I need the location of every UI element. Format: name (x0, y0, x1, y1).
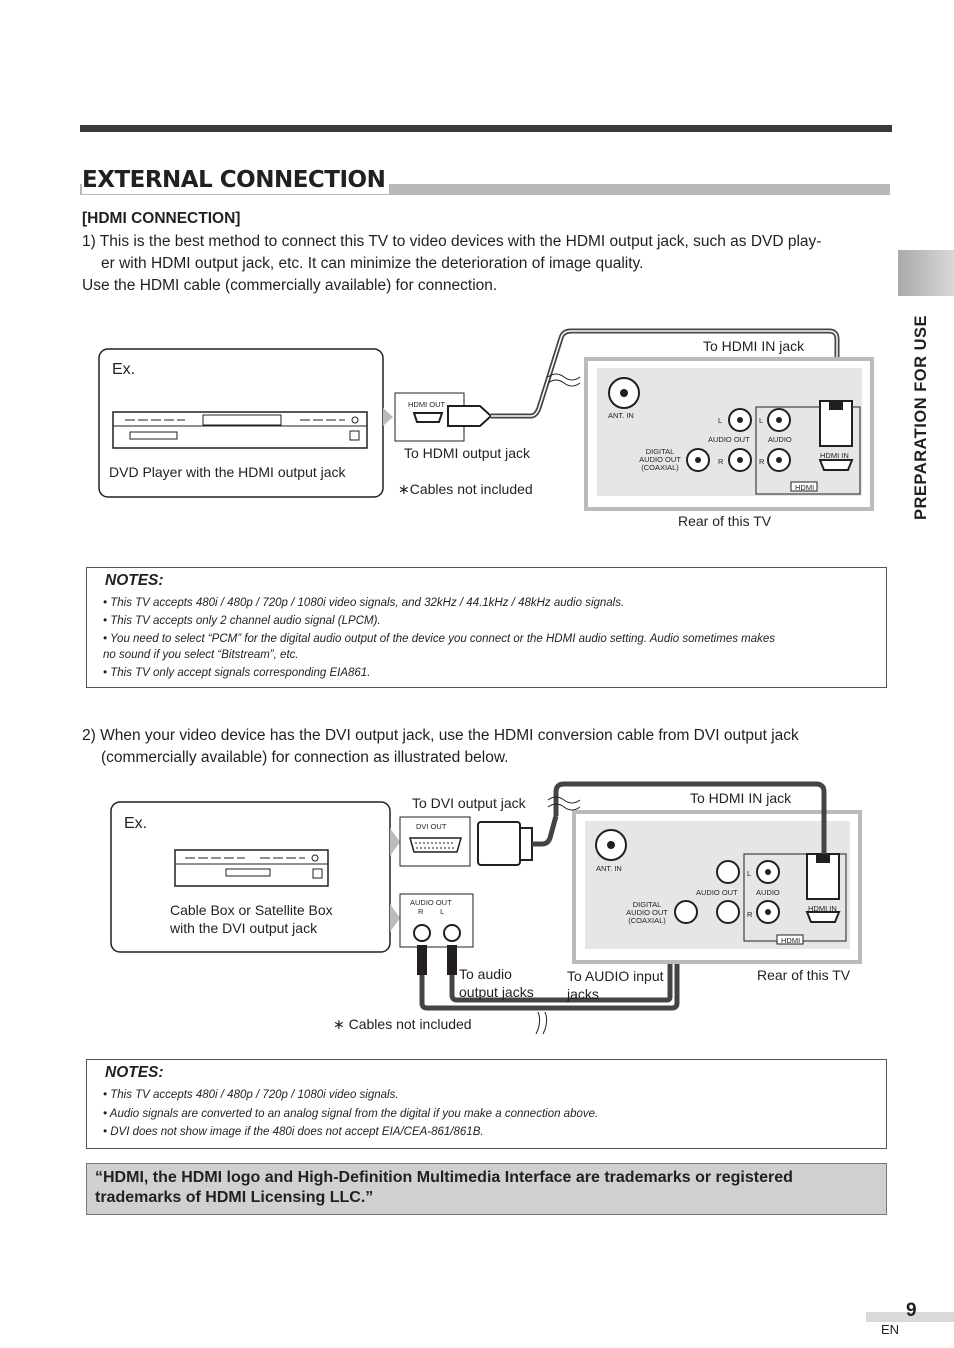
hdmi-logo-1: HDMI (795, 483, 815, 492)
note-2-3: • DVI does not show image if the 480i do… (103, 1126, 484, 1138)
step2-line1: 2) When your video device has the DVI ou… (82, 727, 799, 744)
side-tab-marker (898, 250, 954, 296)
step1-line1: 1) This is the best method to connect th… (82, 233, 822, 250)
step2-line2: (commercially available) for connection … (101, 749, 509, 766)
step1-line3: Use the HDMI cable (commercially availab… (82, 277, 498, 294)
side-tab-label: PREPARATION FOR USE (912, 314, 930, 520)
audio-out-panel (399, 893, 474, 948)
step1-line2: er with HDMI output jack, etc. It can mi… (101, 255, 644, 272)
r-label-1a: R (718, 457, 724, 466)
note-2-1: • This TV accepts 480i / 480p / 720p / 1… (103, 1089, 399, 1101)
cables-not-included-note-1: ∗Cables not included (398, 481, 533, 497)
dvi-connection-diagram (110, 781, 862, 1035)
to-dvi-output-label: To DVI output jack (412, 795, 526, 811)
page-number-bar (866, 1312, 954, 1322)
note-1-2: • This TV accepts only 2 channel audio s… (103, 615, 381, 627)
note-1-1: • This TV accepts 480i / 480p / 720p / 1… (103, 597, 625, 609)
to-hdmi-in-label-1: To HDMI IN jack (703, 338, 805, 354)
cable-box-label-1: Cable Box or Satellite Box (170, 902, 333, 918)
audio-label-2: AUDIO (756, 888, 780, 897)
dvi-connector (477, 815, 559, 866)
top-rule (80, 125, 892, 132)
audio-label-1: AUDIO (768, 435, 792, 444)
hdmi-logo-2: HDMI (781, 936, 801, 945)
hdmi-cable-2 (547, 781, 827, 854)
to-hdmi-output-label: To HDMI output jack (404, 445, 531, 461)
ant-in-label-1: ANT. IN (608, 411, 634, 420)
audio-out-panel-label: AUDIO OUT (410, 898, 452, 907)
l-label-1b: L (759, 416, 764, 425)
notes-box-1: NOTES: • This TV accepts 480i / 480p / 7… (86, 567, 887, 688)
tv-rear-panel-2 (572, 810, 862, 964)
notes-title-1: NOTES: (105, 572, 164, 589)
dvi-out-label: DVI OUT (416, 822, 447, 831)
digital-audio-out-label-1: DIGITAL AUDIO OUT (COAXIAL) (639, 447, 681, 472)
tv-rear-panel (584, 357, 874, 511)
cables-not-included-note-2: ∗ Cables not included (333, 1016, 472, 1032)
cable-box-label-2: with the DVI output jack (170, 920, 318, 936)
note-2-2: • Audio signals are converted to an anal… (103, 1108, 599, 1120)
dvd-player-illustration (112, 411, 368, 449)
r-label-1b: R (759, 457, 765, 466)
rear-of-tv-label-2: Rear of this TV (757, 967, 851, 983)
page-language: EN (881, 1322, 900, 1337)
ant-in-label-2: ANT. IN (596, 864, 622, 873)
audio-rl-label: R L (418, 907, 445, 916)
to-hdmi-in-label-2: To HDMI IN jack (690, 790, 792, 806)
to-audio-input-label-2: jacks (567, 986, 599, 1002)
to-audio-output-label-1: To audio (459, 966, 512, 982)
trademark-text: “HDMI, the HDMI logo and High-Definition… (95, 1169, 793, 1206)
hdmi-cable (447, 328, 840, 427)
page-title: EXTERNAL CONNECTION (82, 166, 390, 194)
ex-label-2: Ex. (124, 815, 148, 832)
hdmi-out-label: HDMI OUT (408, 400, 446, 409)
notes-title-2: NOTES: (105, 1064, 164, 1081)
to-audio-output-label-2: output jacks (459, 984, 534, 1000)
hdmi-connection-diagram (98, 328, 874, 511)
note-1-3: • You need to select “PCM” for the digit… (103, 633, 776, 645)
l-label-1a: L (718, 416, 723, 425)
to-audio-input-label-1: To AUDIO input (567, 968, 664, 984)
cable-box-illustration (174, 849, 329, 887)
r-label-2: R (747, 910, 753, 919)
title-rule (80, 184, 890, 195)
l-label-2: L (747, 869, 752, 878)
ex-label-1: Ex. (112, 361, 136, 378)
audio-out-label-1: AUDIO OUT (708, 435, 750, 444)
page-number: 9 (906, 1300, 917, 1321)
dvd-player-label: DVD Player with the HDMI output jack (109, 464, 346, 480)
dvi-out-panel (399, 816, 471, 867)
notes-box-2: NOTES: • This TV accepts 480i / 480p / 7… (86, 1059, 887, 1149)
note-1-3-cont: no sound if you select “Bitstream”, etc. (103, 649, 299, 661)
hdmi-heading: [HDMI CONNECTION] (82, 210, 241, 227)
hdmi-in-label-1: HDMI IN (820, 451, 849, 460)
rear-of-tv-label-1: Rear of this TV (678, 513, 772, 529)
audio-out-label-2: AUDIO OUT (696, 888, 738, 897)
trademark-box: “HDMI, the HDMI logo and High-Definition… (86, 1163, 887, 1215)
note-1-4: • This TV only accept signals correspond… (103, 667, 371, 679)
hdmi-in-label-2: HDMI IN (808, 904, 837, 913)
digital-audio-out-label-2: DIGITAL AUDIO OUT (COAXIAL) (626, 900, 668, 925)
